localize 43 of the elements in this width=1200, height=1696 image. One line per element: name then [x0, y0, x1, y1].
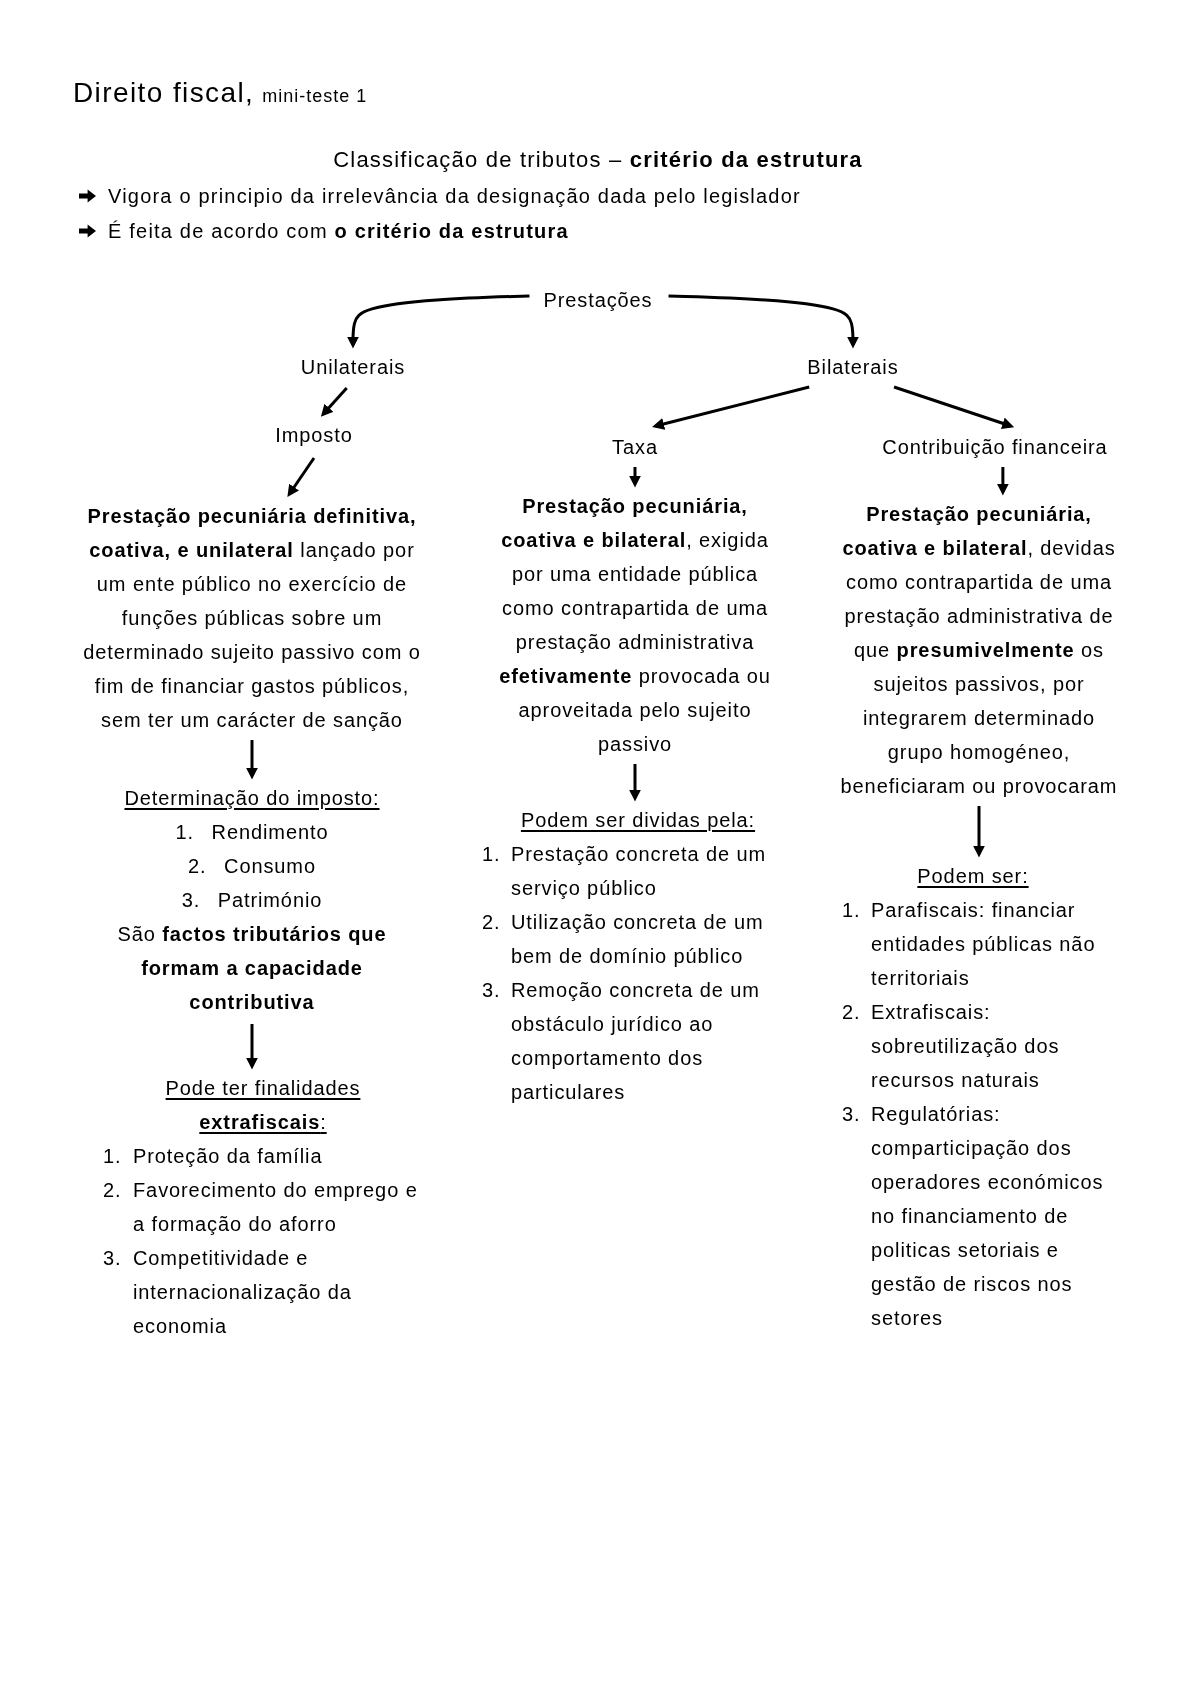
- arrow: [996, 467, 1009, 496]
- arrow: [246, 1024, 258, 1070]
- arrow: [246, 740, 258, 780]
- bullet-text: É feita de acordo com o critério da estrutura: [108, 219, 569, 244]
- page-title: Direito fiscal,: [73, 76, 255, 110]
- subtitle-text: mini-teste 1: [262, 86, 368, 107]
- arrow: [629, 467, 641, 488]
- concept-label: Bilaterais: [807, 350, 899, 384]
- list-item: 2. Utilização concreta de um bem de domínio público: [482, 910, 765, 969]
- list-item: 2. Consumo: [187, 854, 317, 879]
- arrow: [287, 457, 316, 497]
- arrow: [347, 294, 530, 349]
- concept-label: Unilaterais: [300, 350, 406, 384]
- list-item: 3. Remoção concreta de um obstáculo jurídico ao comportamento dos particulares: [482, 978, 761, 1105]
- concept-label: Imposto: [275, 418, 353, 452]
- list-item: 2. Favorecimento do emprego e a formação do aforro: [103, 1178, 419, 1237]
- list-heading: Pode ter finalidades extrafiscais:: [164, 1076, 362, 1135]
- list-item: 3. Regulatórias: comparticipação dos operadores económicos no financiamento de politicas setoriais e gestão de riscos nos setores: [842, 1102, 1104, 1331]
- arrow: [973, 806, 985, 858]
- arrow: [652, 385, 810, 430]
- concept-label: Taxa: [612, 430, 658, 464]
- list-item: 1. Parafiscais: financiar entidades públicas não territoriais: [842, 898, 1097, 991]
- concept-label: Prestações: [543, 283, 653, 317]
- arrow: [668, 294, 859, 349]
- arrow: [893, 385, 1015, 430]
- bullet-text: Vigora o principio da irrelevância da designação dada pelo legislador: [108, 184, 801, 209]
- arrow: [629, 764, 641, 802]
- list-heading: Podem ser:: [916, 864, 1030, 889]
- list-item: 2. Extrafiscais: sobreutilização dos recursos naturais: [842, 1000, 1061, 1093]
- definition-text: Prestação pecuniária, coativa e bilateral, devidas como contrapartida de uma prestação administrativa de que presumivelmente os sujeitos passivos, por integrarem determinado grupo homogéneo, beneficiaram ou provocaram: [840, 497, 1118, 803]
- definition-text: Prestação pecuniária definitiva, coativa, e unilateral lançado por um ente público no exercício de funções públicas sobre um determinado sujeito passivo com o fim de financiar gastos públicos, sem ter um carácter de sanção: [82, 499, 422, 737]
- note-text: São factos tributários que formam a capacidade contributiva: [116, 922, 388, 1015]
- list-item: 3. Competitividade e internacionalização da economia: [103, 1246, 353, 1339]
- definition-text: Prestação pecuniária, coativa e bilateral, exigida por uma entidade pública como contrapartida de uma prestação administrativa efetivamente provocada ou aproveitada pelo sujeito passivo: [490, 489, 780, 761]
- concept-label: Contribuição financeira: [882, 430, 1108, 464]
- section-heading: Classificação de tributos – critério da estrutura: [333, 146, 863, 174]
- list-item: 1. Proteção da família: [103, 1144, 324, 1169]
- list-heading: Podem ser dividas pela:: [519, 808, 757, 833]
- list-item: 1. Prestação concreta de um serviço público: [482, 842, 768, 901]
- list-item: 1. Rendimento: [174, 820, 330, 845]
- list-item: 3. Património: [180, 888, 324, 913]
- list-heading: Determinação do imposto:: [123, 786, 381, 811]
- arrow: [320, 387, 348, 417]
